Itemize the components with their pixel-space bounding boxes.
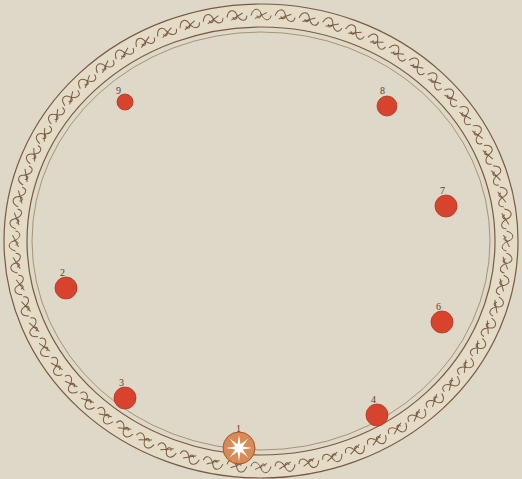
scroll-leaf: [406, 55, 428, 76]
scroll-leaf: [133, 431, 156, 450]
scroll-leaf: [46, 356, 66, 378]
scroll-leaf: [155, 23, 178, 40]
scroll-leaf: [113, 43, 135, 63]
callout-number: 9: [116, 86, 121, 96]
scroll-leaf: [321, 450, 343, 466]
scroll-leaf: [76, 70, 98, 92]
scroll-leaf: [34, 336, 53, 359]
star-dot: [435, 195, 457, 217]
scroll-leaf: [469, 336, 488, 359]
callout-number: 4: [371, 395, 376, 405]
scroll-leaf: [76, 390, 98, 412]
scroll-leaf: [406, 406, 428, 427]
callout-number: 6: [436, 302, 441, 312]
scroll-leaf: [344, 23, 367, 40]
callout-number: 8: [380, 86, 385, 96]
scroll-leaf: [496, 186, 510, 208]
scroll-leaf: [489, 164, 505, 186]
scroll-leaf: [456, 356, 476, 378]
scroll-leaf: [502, 231, 513, 251]
scroll-leaf: [25, 316, 42, 339]
scroll-leaf: [424, 390, 446, 412]
scroll-leaf: [424, 70, 446, 92]
inner-line: [32, 32, 490, 450]
callout-number: 2: [60, 268, 65, 278]
star-dot: [431, 311, 453, 333]
scroll-leaf: [441, 374, 462, 396]
scroll-leaf: [500, 208, 512, 229]
scroll-leaf: [12, 274, 26, 296]
scroll-leaf: [441, 86, 462, 108]
scroll-leaf: [366, 431, 389, 450]
scroll-leaf: [94, 55, 116, 76]
scroll-leaf: [344, 442, 367, 459]
scroll-leaf: [226, 9, 247, 21]
star-emblem: [223, 432, 255, 464]
scroll-leaf: [17, 164, 33, 186]
scroll-leaf: [155, 442, 178, 459]
scroll-leaf: [496, 274, 510, 296]
scroll-leaf: [178, 16, 200, 32]
scroll-ornament: [9, 9, 513, 473]
star-dot: [114, 387, 136, 409]
callout-number: 3: [119, 378, 124, 388]
scroll-leaf: [251, 9, 271, 20]
scroll-leaf: [202, 456, 224, 470]
scroll-leaf: [321, 16, 343, 32]
callout-number: 1: [236, 424, 241, 434]
scroll-leaf: [133, 32, 156, 51]
scroll-leaf: [202, 12, 224, 26]
star-dot: [117, 94, 133, 110]
star-dot: [55, 277, 77, 299]
scroll-leaf: [366, 32, 389, 51]
scroll-leaf: [60, 86, 81, 108]
inner-ring: [27, 27, 495, 455]
scroll-leaf: [251, 462, 271, 473]
callout-number: 7: [440, 186, 445, 196]
scroll-leaf: [489, 296, 505, 318]
scroll-leaf: [480, 316, 497, 339]
scroll-leaf: [275, 460, 296, 472]
scroll-leaf: [9, 253, 21, 274]
scroll-leaf: [387, 43, 409, 63]
scroll-leaf: [113, 419, 135, 439]
scroll-leaf: [387, 419, 409, 439]
scroll-leaf: [456, 104, 476, 126]
scroll-leaf: [500, 253, 512, 274]
scroll-leaf: [480, 143, 497, 166]
scroll-leaf: [46, 104, 66, 126]
scroll-leaf: [34, 123, 53, 146]
scroll-leaf: [9, 231, 20, 251]
star-symbol: [226, 435, 252, 461]
scroll-leaf: [298, 456, 320, 470]
star-dot: [366, 404, 388, 426]
scroll-leaf: [25, 143, 42, 166]
scroll-leaf: [12, 186, 26, 208]
scroll-leaf: [94, 406, 116, 427]
scroll-leaf: [17, 296, 33, 318]
scroll-leaf: [9, 208, 21, 229]
scroll-leaf: [298, 12, 320, 26]
outer-ring: [4, 4, 518, 478]
scroll-leaf: [178, 450, 200, 466]
scroll-leaf: [60, 374, 81, 396]
scroll-leaf: [469, 123, 488, 146]
scroll-leaf: [275, 9, 296, 21]
star-dot: [377, 96, 397, 116]
